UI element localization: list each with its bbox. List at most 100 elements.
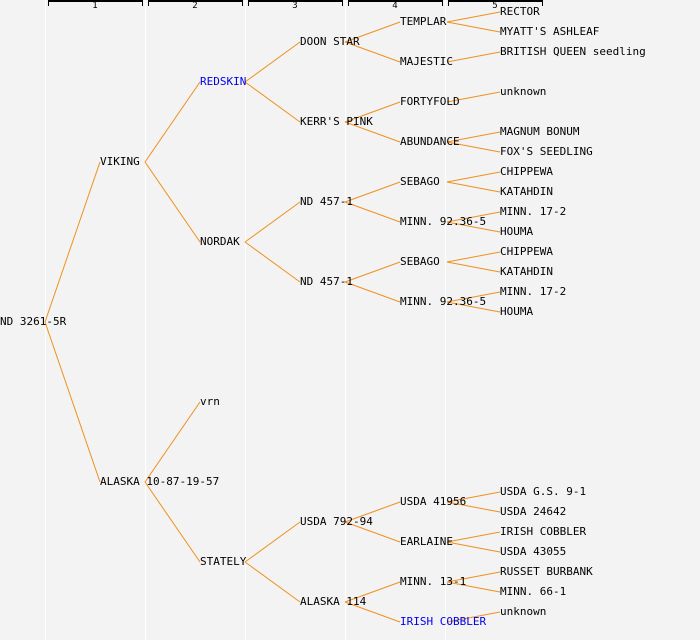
pedigree-connector [244,521,301,563]
pedigree-connector [446,11,501,23]
pedigree-connector [446,301,501,313]
generation-bracket [148,0,243,6]
pedigree-connector [344,121,401,143]
pedigree-connector [244,81,301,123]
pedigree-node: RECTOR [500,5,540,18]
pedigree-node: BRITISH QUEEN seedling [500,45,646,58]
pedigree-node: ND 3261-5R [0,315,67,328]
pedigree-connector [446,181,501,193]
pedigree-node: ALASKA 114 [300,595,367,608]
pedigree-node: RUSSET BURBANK [500,565,593,578]
pedigree-node: KATAHDIN [500,185,553,198]
pedigree-node: DOON STAR [300,35,360,48]
generation-number: 4 [392,1,398,11]
generation-bracket [348,0,443,6]
pedigree-node: MINN. 66-1 [500,585,567,598]
generation-number: 2 [192,1,198,11]
pedigree-node: FOX'S SEEDLING [500,145,593,158]
pedigree-node: KATAHDIN [500,265,553,278]
pedigree-node: VIKING [100,155,140,168]
pedigree-connector [446,171,501,183]
pedigree-connector [44,321,101,483]
pedigree-node: MINN. 13-1 [400,575,467,588]
pedigree-node: MINN. 17-2 [500,205,567,218]
pedigree-node: ALASKA 10-87-19-57 [100,475,220,488]
pedigree-connector [344,581,401,603]
pedigree-connector [344,501,401,523]
pedigree-node: MINN. 92.36-5 [400,215,487,228]
pedigree-connector [244,241,301,283]
pedigree-node: STATELY [200,555,247,568]
pedigree-node: ABUNDANCE [400,135,460,148]
pedigree-connector [446,251,501,263]
pedigree-node: MINN. 17-2 [500,285,567,298]
pedigree-connector [446,491,501,503]
pedigree-connector [446,91,501,103]
pedigree-node: ND 457-1 [300,195,353,208]
pedigree-node: USDA G.S. 9-1 [500,485,587,498]
pedigree-node: EARLAINE [400,535,453,548]
pedigree-node: MAJESTIC [400,55,453,68]
generation-bracket [448,0,543,6]
pedigree-node: unknown [500,85,547,98]
pedigree-connector [344,101,401,123]
pedigree-node: unknown [500,605,547,618]
pedigree-node: IRISH COBBLER [500,525,587,538]
pedigree-connector [446,581,501,593]
pedigree-connector [244,41,301,83]
pedigree-node: USDA 41956 [400,495,467,508]
pedigree-connector [344,21,401,43]
pedigree-connector [446,131,501,143]
pedigree-connector [446,51,501,63]
pedigree-node: FORTYFOLD [400,95,460,108]
pedigree-node: CHIPPEWA [500,165,553,178]
pedigree-connector [446,291,501,303]
pedigree-connector [446,261,501,273]
pedigree-node: USDA 792-94 [300,515,373,528]
pedigree-connector [344,261,401,283]
pedigree-node: MYATT'S ASHLEAF [500,25,600,38]
pedigree-connector [144,481,201,563]
pedigree-connector [144,81,201,163]
pedigree-node: TEMPLAR [400,15,447,28]
pedigree-node: MAGNUM BONUM [500,125,580,138]
pedigree-node: SEBAGO [400,175,440,188]
pedigree-node: vrn [200,395,220,408]
pedigree-node: SEBAGO [400,255,440,268]
pedigree-connector [446,141,501,153]
pedigree-connector [446,501,501,513]
pedigree-connector [144,401,201,483]
pedigree-connector [446,221,501,233]
pedigree-node-link[interactable]: REDSKIN [200,75,247,88]
pedigree-connector [446,211,501,223]
pedigree-node-link[interactable]: IRISH COBBLER [400,615,487,628]
generation-number: 5 [492,1,498,11]
pedigree-node: USDA 43055 [500,545,567,558]
pedigree-connector [344,601,401,623]
generation-number: 3 [292,1,298,11]
generation-bracket [248,0,343,6]
pedigree-node: ND 457-1 [300,275,353,288]
pedigree-connector [344,201,401,223]
pedigree-node: HOUMA [500,305,534,318]
pedigree-connector [446,21,501,33]
pedigree-connector [44,161,101,323]
pedigree-node: CHIPPEWA [500,245,553,258]
pedigree-connector [344,181,401,203]
pedigree-connector [144,161,201,243]
pedigree-node: KERR'S PINK [300,115,373,128]
generation-bracket [48,0,143,6]
pedigree-node: MINN. 92.36-5 [400,295,487,308]
pedigree-node: NORDAK [200,235,240,248]
pedigree-connector [446,571,501,583]
pedigree-connector [344,281,401,303]
pedigree-connector [446,531,501,543]
pedigree-connector [446,611,501,623]
pedigree-connector [344,41,401,63]
pedigree-connector [244,561,301,603]
pedigree-connector [344,521,401,543]
generation-number: 1 [92,1,98,11]
pedigree-node: HOUMA [500,225,534,238]
